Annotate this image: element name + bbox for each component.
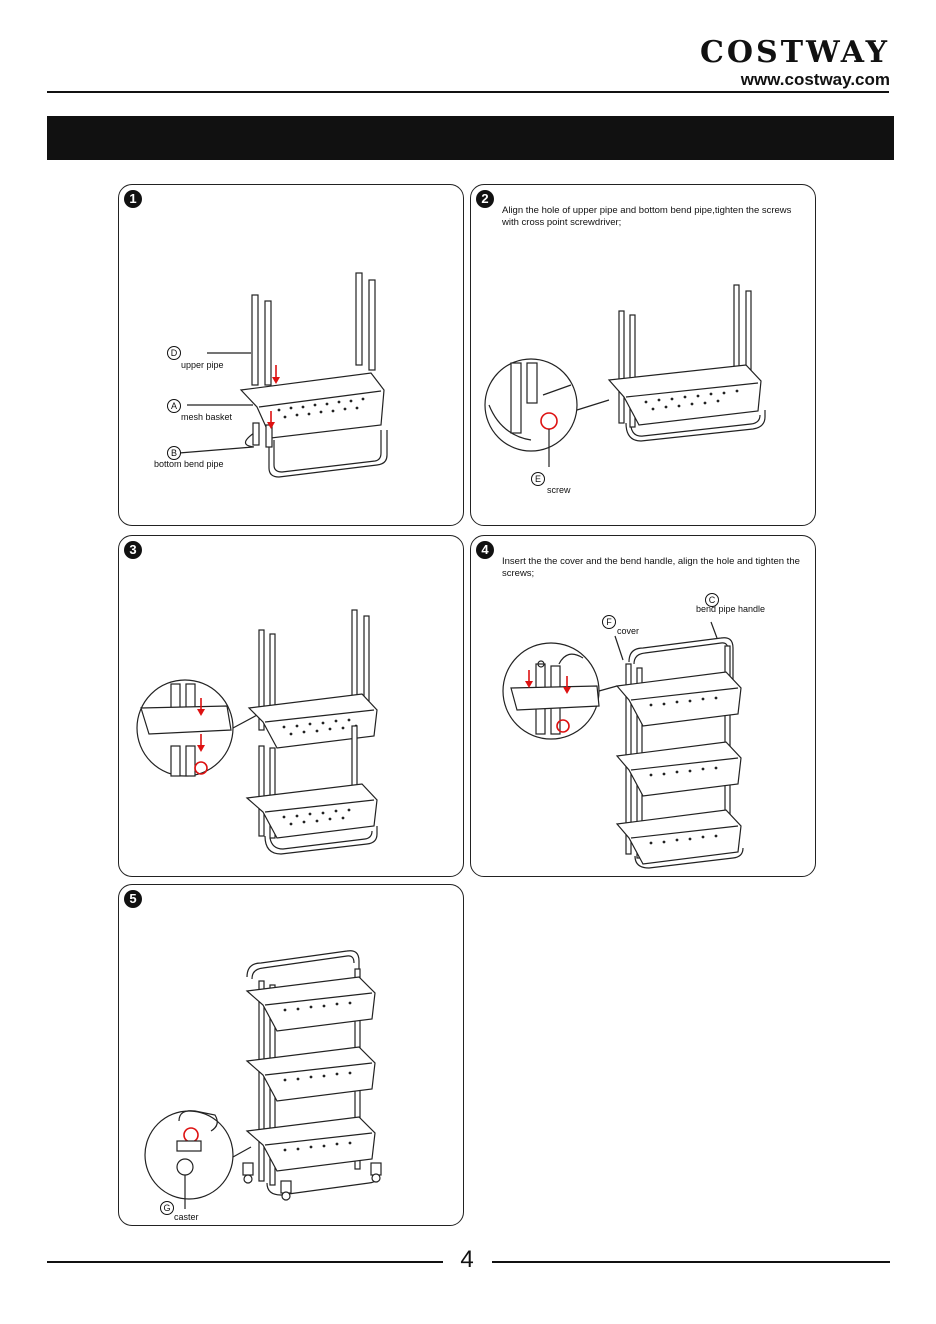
step-1-panel: 1 D upper pipe A mesh basket — [118, 184, 464, 526]
step-2-illustration — [484, 284, 766, 467]
step-4-illustration — [502, 621, 744, 869]
step-1-illustration — [178, 272, 388, 478]
costway-logo: COSTWAY — [700, 35, 890, 70]
label-screw: screw — [547, 485, 571, 495]
step-4-panel: 4 Insert the the cover and the bend hand… — [470, 535, 816, 877]
footer-rule-left — [47, 1261, 443, 1263]
step-number: 2 — [476, 190, 494, 208]
footer-rule-right — [492, 1261, 890, 1263]
step-number: 3 — [124, 541, 142, 559]
step-2-panel: 2 Align the hole of upper pipe and botto… — [470, 184, 816, 526]
section-banner — [47, 116, 894, 160]
page-number: 4 — [460, 1246, 474, 1273]
part-letter-a: A — [167, 399, 181, 413]
step-instruction: Align the hole of upper pipe and bottom … — [502, 205, 792, 228]
label-upper-pipe: upper pipe — [181, 360, 224, 370]
step-5-illustration — [144, 950, 382, 1209]
header-rule — [47, 91, 889, 93]
part-letter-d: D — [167, 346, 181, 360]
part-letter-c: C — [705, 593, 719, 607]
brand-block: COSTWAY www.costway.com — [700, 38, 890, 90]
step-5-panel: 5 — [118, 884, 464, 1226]
label-bottom-bend-pipe: bottom bend pipe — [154, 459, 224, 469]
part-letter-g: G — [160, 1201, 174, 1215]
part-letter-b: B — [167, 446, 181, 460]
label-caster: caster — [174, 1212, 199, 1222]
step-3-illustration — [136, 609, 378, 855]
label-cover: cover — [617, 626, 640, 636]
step-number: 5 — [124, 890, 142, 908]
label-bend-pipe-handle: bend pipe handle — [696, 604, 766, 614]
step-3-panel: 3 — [118, 535, 464, 877]
part-letter-f: F — [602, 615, 616, 629]
step-number: 4 — [476, 541, 494, 559]
part-letter-e: E — [531, 472, 545, 486]
step-instruction: Insert the the cover and the bend handle… — [502, 556, 800, 579]
step-number: 1 — [124, 190, 142, 208]
label-mesh-basket: mesh basket — [181, 412, 233, 422]
website-url: www.costway.com — [740, 70, 890, 89]
